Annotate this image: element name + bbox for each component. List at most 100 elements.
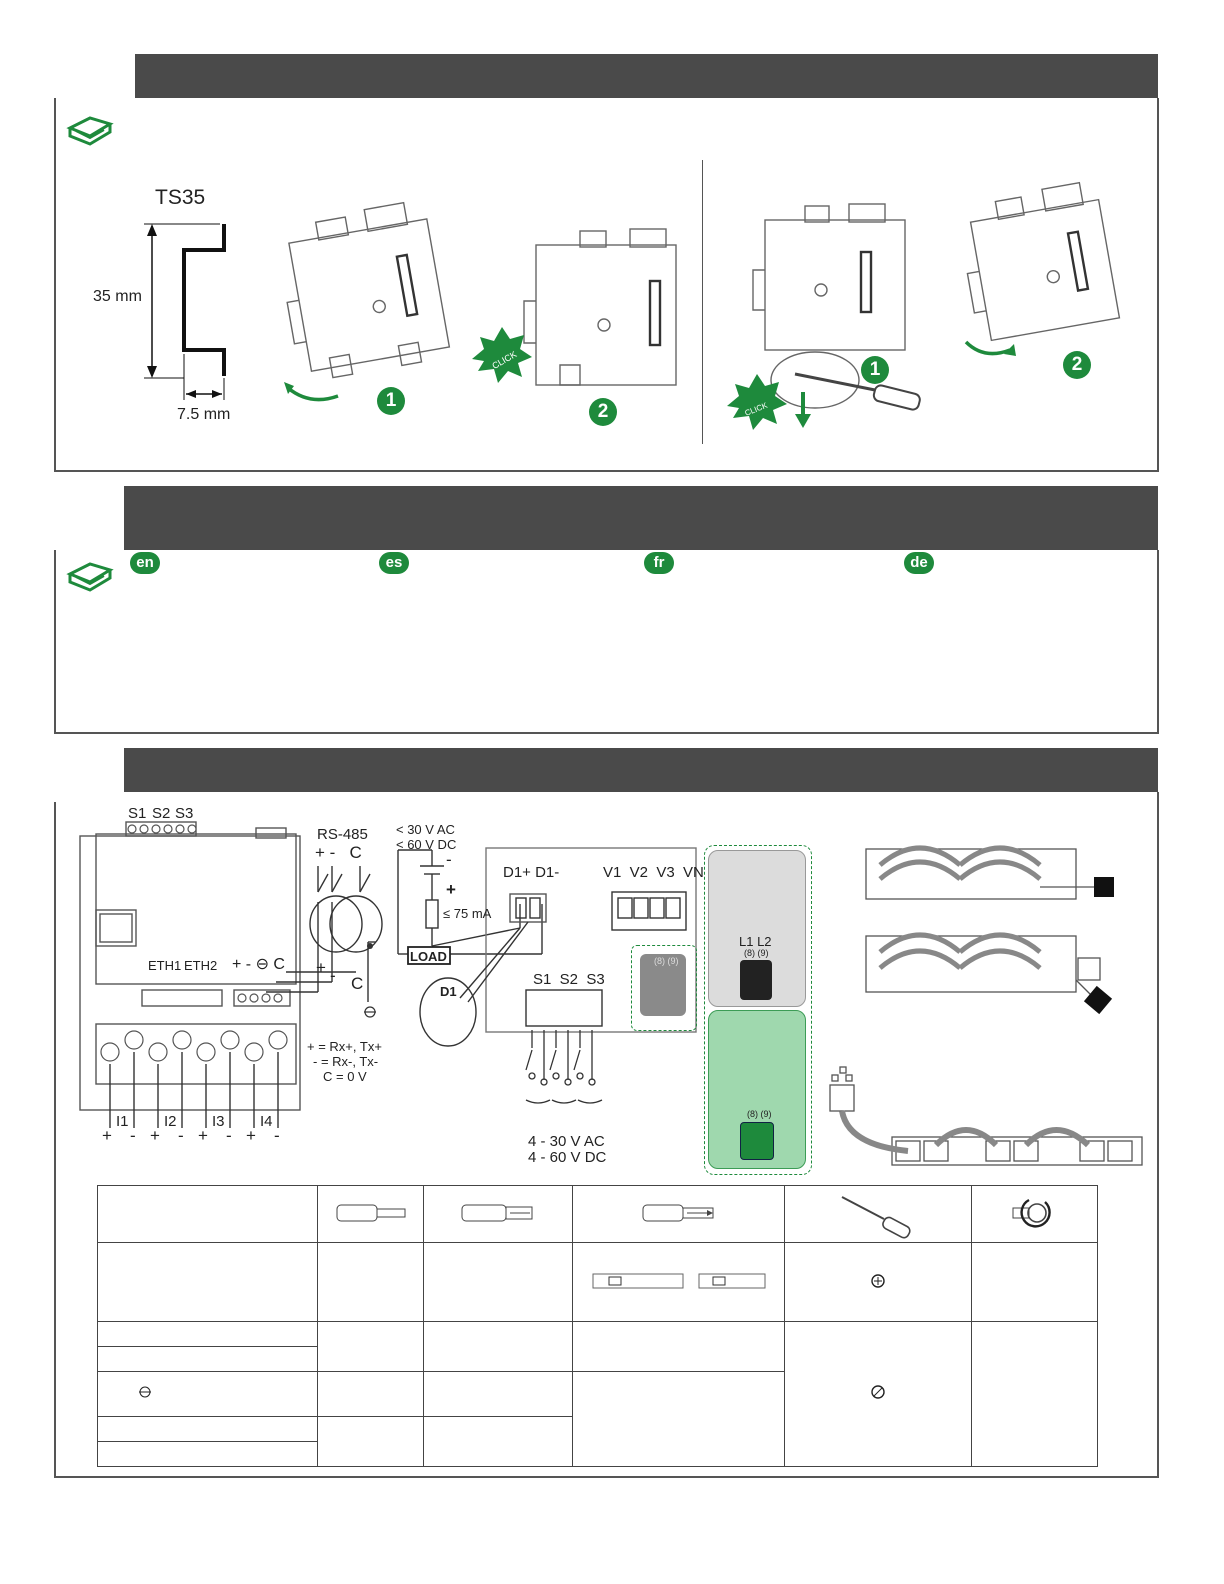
- section3-frame: [54, 792, 1159, 1478]
- voltage-header: V1 V2 V3 VN: [603, 864, 704, 881]
- wiring-spec-table: [96, 1184, 1099, 1468]
- polarity-8: -: [274, 1126, 280, 1145]
- daisy-chain-top: [865, 845, 1114, 900]
- module-status-s2: S2: [152, 805, 171, 822]
- polarity-6: -: [226, 1126, 232, 1145]
- device-mount-tilted: [284, 201, 451, 402]
- do-plus: +: [446, 880, 456, 899]
- book-icon: [66, 116, 114, 146]
- spec-row5-solid: [317, 1415, 424, 1468]
- rs485-legend-plus: + = Rx+, Tx+: [307, 1039, 382, 1054]
- status-header: S1 S2 S3: [533, 971, 605, 988]
- lang-es-badge: es: [379, 552, 409, 574]
- rail-name: TS35: [155, 186, 206, 209]
- section1-frame: [54, 98, 1159, 472]
- do-d1-label: D1: [440, 984, 457, 999]
- section2-header-bar: [124, 486, 1158, 550]
- polarity-5: +: [198, 1126, 208, 1145]
- polarity-4: -: [178, 1126, 184, 1145]
- ts35-rail-drawing: [144, 223, 226, 400]
- spec-row2-screwdriver: [783, 1320, 972, 1468]
- power-connector-green: [740, 1122, 774, 1160]
- device-remove-screwdriver: CLICK: [727, 203, 921, 430]
- do-supply-ac: < 30 V AC: [396, 822, 455, 837]
- daisy-chain-bottom: [865, 932, 1113, 1015]
- power-panel-frame: [704, 845, 812, 1175]
- rs485-mid-minus: -: [330, 966, 336, 985]
- spec-row1-torque: [970, 1242, 1099, 1322]
- digital-output-circuit: [397, 847, 697, 1047]
- spec-row3-label: [96, 1346, 319, 1373]
- power-connector-black: [740, 960, 772, 1000]
- power-sub-green: (8) (9): [747, 1109, 772, 1119]
- spec-header-screwdriver: [783, 1184, 972, 1244]
- rs485-top-pins: + - C: [315, 843, 362, 862]
- polarity-2: -: [130, 1126, 136, 1145]
- spec-row5-stranded: [422, 1415, 574, 1468]
- spec-row4-ferrule: [572, 1371, 785, 1467]
- section3-frame-left-gap: [54, 792, 56, 802]
- eth1-label: ETH1: [148, 958, 182, 973]
- book-icon-2: [66, 562, 114, 592]
- spec-row1-ferrule: [572, 1242, 785, 1322]
- ethernet-chain: [829, 1066, 1143, 1166]
- spec-row2-label: [96, 1320, 319, 1348]
- spec-row5-label: [96, 1415, 319, 1442]
- small-connector-box: [631, 945, 697, 1031]
- lang-fr-badge: fr: [644, 552, 674, 574]
- remove-step-1: 1: [861, 356, 889, 384]
- rs485-mid-plus: +: [316, 958, 326, 977]
- rail-height-label: 35 mm: [93, 288, 142, 305]
- do-minus: -: [446, 850, 452, 869]
- polarity-7: +: [246, 1126, 256, 1145]
- torque-icon: [1012, 1198, 1052, 1228]
- small-connector: [640, 954, 686, 1016]
- slotted-icon: [871, 1385, 885, 1400]
- rs485-cable-drawing: [266, 866, 383, 1018]
- current-input-i4: I4: [260, 1113, 273, 1130]
- rs485-title: RS-485: [317, 826, 368, 843]
- polarity-1: +: [102, 1126, 112, 1145]
- screwdriver-icon: [841, 1195, 911, 1239]
- spec-row1-screwdriver: [783, 1242, 972, 1322]
- spec-row2-torque: [970, 1320, 1099, 1468]
- spec-row2-solid: [317, 1320, 424, 1373]
- spec-row4-solid: [317, 1371, 424, 1417]
- remove-step-2: 2: [1063, 351, 1091, 379]
- power-sub: (8) (9): [744, 948, 769, 958]
- power-label: L1 L2: [739, 934, 772, 949]
- status-range-dc: 4 - 60 V DC: [528, 1149, 607, 1166]
- small-connector-sub: (8) (9): [654, 956, 679, 966]
- rs485-legend-minus: - = Rx-, Tx-: [313, 1054, 379, 1069]
- do-current: ≤ 75 mA: [443, 906, 492, 921]
- spec-row4-stranded: [422, 1371, 574, 1417]
- spec-row6-label: [96, 1440, 319, 1468]
- mount-step-2: 2: [589, 398, 617, 426]
- current-input-i1: I1: [116, 1113, 129, 1130]
- device-remove-tilted: [964, 181, 1121, 356]
- ferrule-detail-icon: [592, 1273, 766, 1289]
- spec-row1-solid: [317, 1242, 424, 1322]
- stranded-wire-icon: [461, 1204, 533, 1222]
- rs485-mid-c: C: [351, 974, 364, 993]
- section1-header-bar: [135, 54, 1158, 98]
- current-input-i3: I3: [212, 1113, 225, 1130]
- section2-frame: [54, 550, 1159, 734]
- io-module-drawing: [79, 821, 301, 1128]
- power-panel-gray: [708, 850, 806, 1007]
- mount-step-1: 1: [377, 387, 405, 415]
- do-load: LOAD: [410, 949, 447, 964]
- current-input-i2: I2: [164, 1113, 177, 1130]
- status-range-ac: 4 - 30 V AC: [528, 1133, 605, 1150]
- lang-en-badge: en: [130, 552, 160, 574]
- spec-header-torque: [970, 1184, 1099, 1244]
- module-status-s3: S3: [175, 805, 194, 822]
- spec-row1-stranded: [422, 1242, 574, 1322]
- shield-ground-icon: [139, 1386, 151, 1398]
- rail-depth-label: 7.5 mm: [177, 406, 231, 423]
- status-switches: [525, 1030, 603, 1104]
- polarity-3: +: [150, 1126, 160, 1145]
- eth2-label: ETH2: [184, 958, 218, 973]
- do-header: D1+ D1-: [503, 864, 560, 881]
- device-mount-straight: CLICK: [472, 228, 677, 386]
